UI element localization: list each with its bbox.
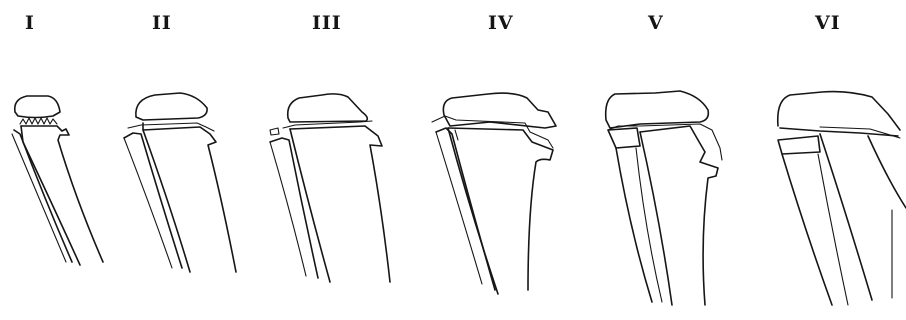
- fibula-ii: [124, 133, 182, 268]
- metaphysis-ii: [143, 123, 236, 272]
- bone-drawing-v: [606, 91, 722, 305]
- fibula-vi: [782, 154, 832, 305]
- growth-plate-i: [20, 118, 57, 124]
- bone-shaft-i: [21, 126, 80, 265]
- metaphysis-v: [640, 126, 718, 305]
- metaphysis-iv: [448, 128, 553, 290]
- bone-drawing-iii: [270, 94, 390, 282]
- fibula-i: [14, 130, 72, 262]
- fibula-head-vi: [778, 136, 820, 154]
- bone-drawing-iv: [432, 93, 556, 294]
- fibula-edge-iv: [436, 132, 482, 284]
- epiphysis-v: [606, 91, 709, 128]
- epiphysis-vi: [778, 92, 900, 130]
- epiphysis-i: [15, 96, 60, 118]
- bone-shaft-ii: [143, 130, 190, 272]
- metaphysis-i: [21, 126, 103, 262]
- bone-shaft-vi: [820, 134, 872, 300]
- ossicle-iii: [270, 128, 279, 135]
- epiphysis-iv: [443, 93, 556, 128]
- epiphysis-iii: [288, 94, 368, 122]
- fibula-edge-iii: [270, 142, 306, 276]
- metaphysis-iii: [290, 126, 390, 282]
- bone-edge-vi: [868, 136, 906, 208]
- fibula-head-v: [608, 128, 640, 148]
- bone-drawing-vi: [778, 92, 906, 305]
- fibula-iv: [436, 128, 495, 290]
- bone-shaft-iii: [290, 129, 330, 282]
- bone-drawing-ii: [124, 93, 236, 272]
- epiphysis-ii: [136, 93, 207, 120]
- bone-drawing-i: [12, 96, 103, 265]
- fibula-edge-i: [12, 134, 66, 262]
